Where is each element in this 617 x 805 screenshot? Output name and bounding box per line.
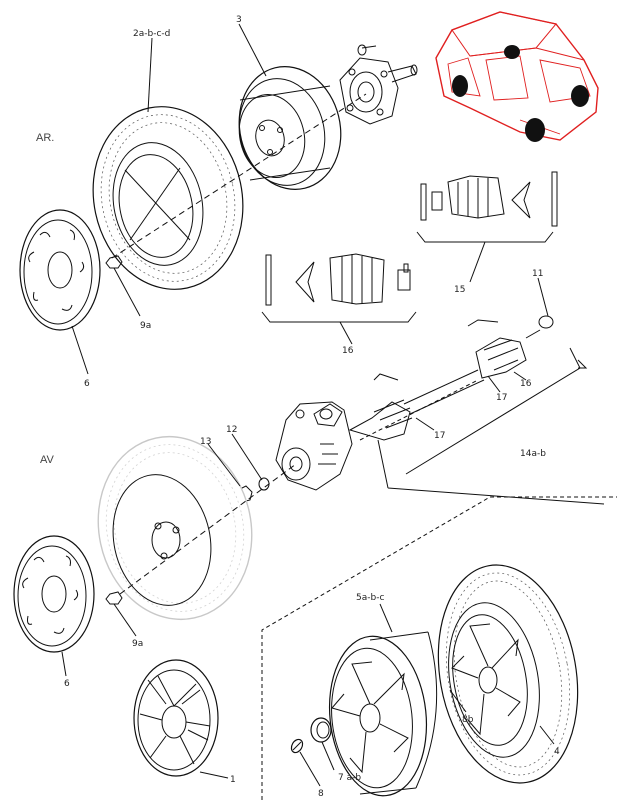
- rear-hubcap: [19, 209, 101, 331]
- callout-alloy-tire: 4: [554, 747, 560, 757]
- front-hubcap: [13, 535, 95, 653]
- rear-wheel-nut: [105, 255, 123, 269]
- callout-rim-rear: 3: [236, 15, 242, 25]
- callout-wheel-trim: 1: [230, 775, 236, 785]
- callout-boot-kit-lower: 16: [342, 346, 354, 356]
- front-tire-ghost: [97, 435, 253, 621]
- callout-nut-front: 9a: [132, 639, 143, 649]
- callout-hub-washer: 12: [226, 425, 237, 435]
- callout-shaft-upper: 17: [496, 393, 507, 403]
- callout-nut-rear: 9a: [140, 321, 151, 331]
- rear-tire: [92, 106, 244, 290]
- car-wheel-front-right: [571, 85, 589, 107]
- driveshaft: [348, 315, 605, 505]
- front-knuckle: [275, 401, 353, 491]
- callout-center-cap: 7 a-b: [338, 773, 361, 783]
- callout-joint-outer: 16: [520, 379, 532, 389]
- rear-axis-line: [111, 93, 367, 259]
- section-label-front: AV: [40, 454, 55, 466]
- valve: [290, 738, 304, 754]
- alloy-tire: [437, 564, 579, 784]
- boot-kit-upper: [416, 171, 558, 283]
- wheel-trim: [133, 659, 219, 777]
- rear-hub: [339, 44, 418, 125]
- callout-circlip: 11: [532, 269, 543, 279]
- callout-boot-kit-upper: 15: [454, 285, 465, 295]
- car-wheel-rear-left: [452, 75, 468, 97]
- callout-driveshaft: 14a-b: [520, 449, 546, 459]
- callout-valve: 8: [318, 789, 324, 799]
- car-wheel-front-left: [525, 118, 545, 142]
- car-wheel-rear-right: [504, 45, 520, 59]
- leader-lines: [61, 23, 555, 787]
- front-wheel-nut: [105, 591, 123, 605]
- callouts: 2a-b-c-d 3 9a 6 15 16 11 16 17 17 14a-b …: [64, 15, 560, 799]
- alloy-section-divider: [261, 496, 617, 800]
- callout-hub-nut: 13: [200, 437, 211, 447]
- callout-hubcap-front: 6: [64, 679, 70, 689]
- callout-alloy-nut: 8b: [462, 715, 474, 725]
- callout-hubcap-rear: 6: [84, 379, 90, 389]
- callout-alloy-rim: 5a-b-c: [356, 593, 384, 603]
- center-cap: [310, 717, 332, 743]
- rear-rim: [238, 66, 342, 190]
- callout-tire-rear: 2a-b-c-d: [133, 29, 170, 39]
- hub-washer: [258, 477, 270, 491]
- car-thumbnail: [435, 11, 599, 142]
- callout-shaft-lower: 17: [434, 431, 445, 441]
- section-label-rear: AR.: [36, 132, 54, 144]
- alloy-rim: [328, 631, 438, 797]
- boot-kit-lower: [261, 253, 417, 345]
- front-axis-line: [119, 463, 297, 595]
